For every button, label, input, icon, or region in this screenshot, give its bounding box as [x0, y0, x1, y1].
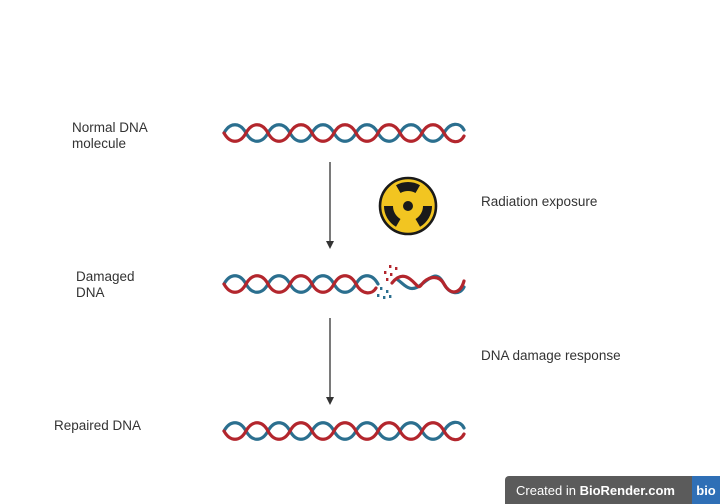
- dna-helix-normal: [222, 122, 466, 144]
- radiation-hazard-icon: [378, 176, 438, 236]
- dna-helix-damaged: [222, 265, 466, 299]
- strand-red: [222, 274, 378, 295]
- strand-red: [222, 421, 466, 442]
- strand-red: [390, 274, 466, 294]
- dna-break-fragments: [377, 265, 398, 299]
- strand-blue: [222, 420, 466, 441]
- label-repaired-dna: Repaired DNA: [54, 418, 142, 433]
- dna-helix-repaired: [222, 420, 466, 442]
- arrow-normal-to-damaged: [326, 162, 334, 249]
- label-radiation-exposure: Radiation exposure: [481, 194, 598, 209]
- biorender-logo-icon: bio: [692, 476, 720, 504]
- watermark-text: Created in BioRender.com: [505, 483, 692, 498]
- strand-red: [222, 123, 466, 144]
- strand-blue: [222, 122, 466, 143]
- watermark-prefix: Created in: [516, 482, 580, 498]
- watermark-brand: BioRender.com: [579, 482, 675, 498]
- label-damaged-dna: Damaged DNA: [76, 269, 135, 300]
- arrow-damaged-to-repaired: [326, 318, 334, 405]
- strand-blue: [222, 274, 380, 294]
- label-normal-dna: Normal DNA molecule: [72, 120, 148, 151]
- biorender-watermark[interactable]: Created in BioRender.com bio: [505, 476, 720, 504]
- label-dna-damage-response: DNA damage response: [481, 348, 621, 363]
